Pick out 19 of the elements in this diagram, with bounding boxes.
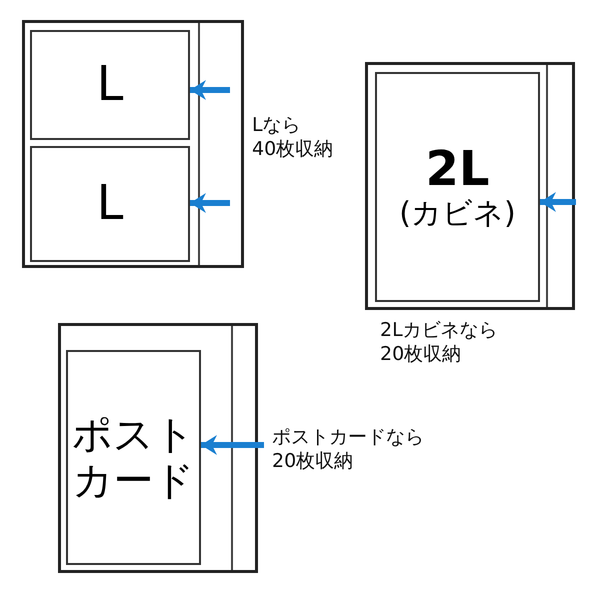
arrow: [540, 192, 576, 212]
pocket-label: (カビネ): [399, 197, 516, 232]
capacity-note: ポストカードなら20枚収納: [272, 425, 424, 473]
photo-pocket: [375, 72, 540, 302]
album-sheet: [365, 62, 575, 310]
album-sheet: [58, 323, 258, 573]
album-sheet: [22, 20, 244, 268]
pocket-label: L: [96, 57, 124, 113]
arrow: [201, 435, 264, 455]
capacity-note: 2Lカビネなら20枚収納: [380, 318, 498, 366]
arrow: [190, 193, 230, 213]
photo-pocket: [30, 30, 190, 140]
capacity-note: Lなら40枚収納: [252, 113, 334, 161]
pocket-label: L: [96, 176, 124, 232]
pocket-label: 2L: [426, 142, 490, 198]
arrow: [190, 80, 230, 100]
photo-pocket: [66, 350, 201, 565]
pocket-label: ポストカード: [71, 412, 196, 504]
photo-pocket: [30, 146, 190, 262]
